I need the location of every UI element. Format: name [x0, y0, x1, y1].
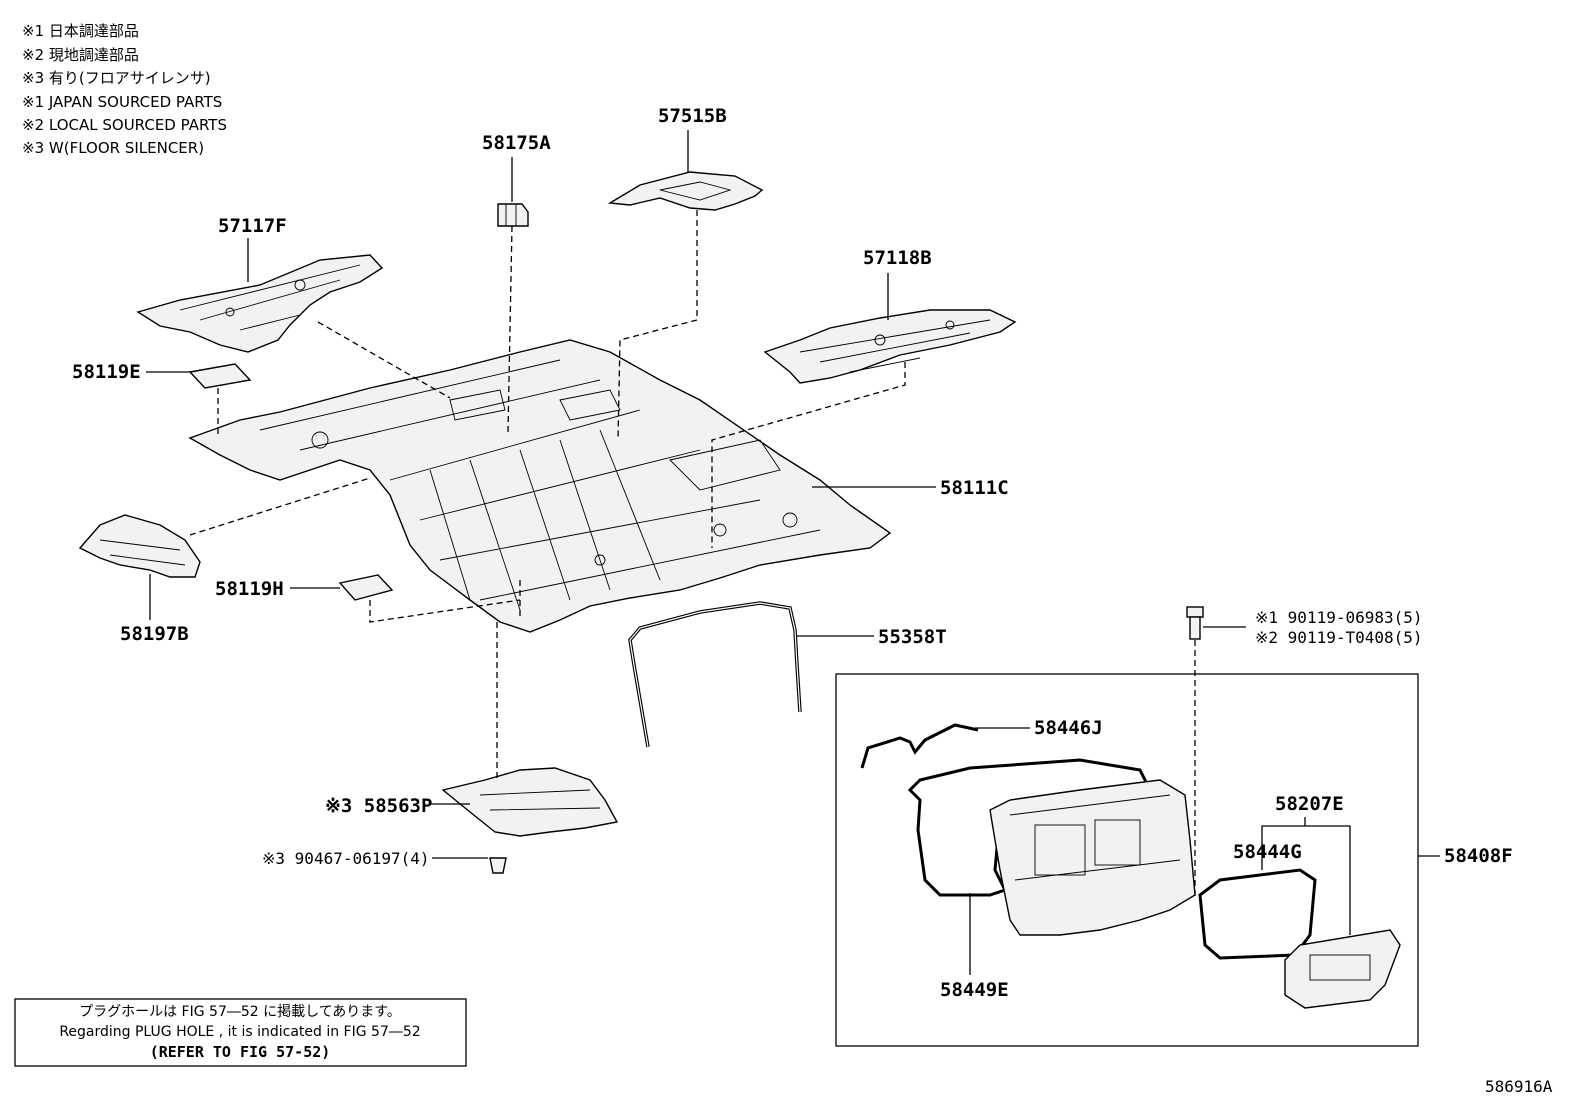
label-58111c: 58111C: [940, 477, 1009, 499]
rail-57117f-shape: [136, 254, 384, 353]
note-3-jp: ※3 有り(フロアサイレンサ): [22, 69, 211, 87]
note-2-jp: ※2 現地調達部品: [22, 46, 139, 64]
clip-58175a-shape: [497, 203, 529, 227]
label-55358t: 55358T: [878, 626, 947, 648]
label-58446j: 58446J: [1034, 717, 1103, 739]
note-3-en: ※3 W(FLOOR SILENCER): [22, 139, 204, 157]
label-58175a: 58175A: [482, 132, 551, 154]
note-2-en: ※2 LOCAL SOURCED PARTS: [22, 116, 227, 134]
detail-box: [835, 673, 1419, 1047]
reference-line-refer: (REFER TO FIG 57-52): [150, 1043, 331, 1061]
label-58444g: 58444G: [1233, 841, 1302, 863]
weatherstrip-55358t-shape: [628, 601, 802, 748]
label-58563p: ※3 58563P: [325, 795, 432, 817]
label-57118b: 57118B: [863, 247, 932, 269]
pad-58119h-shape: [338, 574, 394, 601]
label-57515b: 57515B: [658, 105, 727, 127]
floor-pan-shape: [188, 339, 892, 633]
bracket-57515b-shape: [607, 171, 764, 211]
figure-id: 586916A: [1485, 1077, 1553, 1096]
label-58207e: 58207E: [1275, 793, 1344, 815]
silencer-58563p-shape: [441, 767, 619, 837]
rail-57118b-shape: [763, 309, 1017, 384]
part-58197b-shape: [78, 514, 201, 578]
bolt-90119-shape: [1186, 606, 1204, 640]
seal-58446j-shape: [860, 723, 979, 769]
note-1-en: ※1 JAPAN SOURCED PARTS: [22, 93, 222, 111]
cover-58207e-shape: [1284, 929, 1401, 1009]
label-58197b: 58197B: [120, 623, 189, 645]
label-58449e: 58449E: [940, 979, 1009, 1001]
legend-notes: ※1 日本調達部品 ※2 現地調達部品 ※3 有り(フロアサイレンサ) ※1 J…: [22, 22, 227, 157]
note-1-jp: ※1 日本調達部品: [22, 22, 139, 40]
clip-90467-shape: [489, 857, 507, 874]
reference-line-jp: プラグホールは FIG 57―52 に掲載してあります。: [79, 1004, 401, 1020]
label-58119h: 58119H: [215, 578, 284, 600]
reference-line-en: Regarding PLUG HOLE , it is indicated in…: [59, 1024, 420, 1040]
label-57117f: 57117F: [218, 215, 287, 237]
label-90467: ※3 90467-06197(4): [262, 849, 430, 868]
dashed-leaders: [189, 210, 1196, 900]
label-90119-local: ※2 90119-T0408(5): [1255, 628, 1423, 647]
seal-58444g-shape: [1198, 868, 1317, 960]
label-58408f: 58408F: [1444, 845, 1513, 867]
label-58119e: 58119E: [72, 361, 141, 383]
reference-box: [14, 998, 467, 1067]
pad-58119e-shape: [188, 363, 252, 389]
service-panel-shape: [989, 779, 1196, 936]
label-90119-japan: ※1 90119-06983(5): [1255, 608, 1423, 627]
